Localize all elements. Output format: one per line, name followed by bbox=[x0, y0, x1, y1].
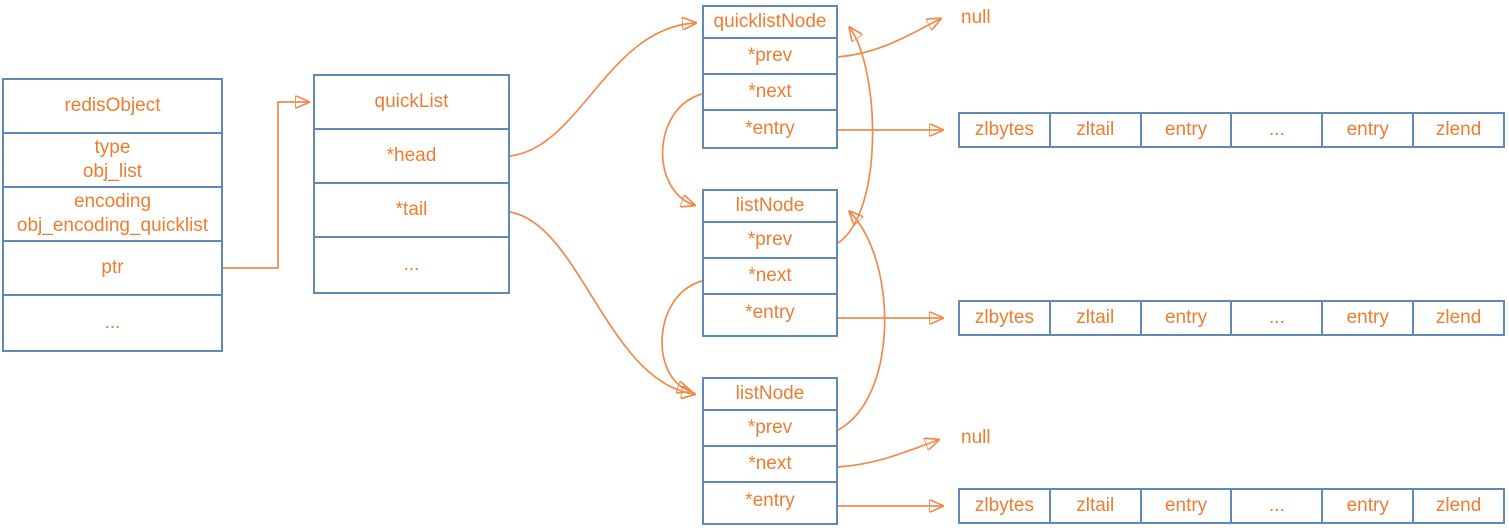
redis-object-row-encoding: encoding obj_encoding_quicklist bbox=[4, 188, 221, 242]
tail-pointer-label: *tail bbox=[395, 199, 428, 220]
entry-label: entry bbox=[1346, 119, 1389, 140]
ellipsis-label: ... bbox=[1268, 119, 1285, 140]
head-pointer-label: *head bbox=[386, 145, 437, 166]
arrow-listnode-bottom-next-to-null bbox=[837, 440, 938, 468]
ziplist-middle: zlbytes zltail entry ... entry zlend bbox=[958, 300, 1505, 336]
zltail-label: zltail bbox=[1076, 119, 1115, 140]
prev-pointer-label: *prev bbox=[747, 417, 793, 438]
listnode-bottom-row-next: *next bbox=[704, 447, 836, 483]
quicklistnode-row-prev: *prev bbox=[704, 39, 836, 75]
ellipsis-label: ... bbox=[403, 254, 420, 275]
listnode-bottom-title: listNode bbox=[735, 383, 805, 404]
quicklist-table: quickList *head *tail ... bbox=[313, 74, 510, 294]
ziplist-bottom: zlbytes zltail entry ... entry zlend bbox=[958, 488, 1505, 524]
entry-label: entry bbox=[1346, 307, 1389, 328]
arrow-ptr-to-quicklist bbox=[223, 102, 308, 269]
ziplist-top: zlbytes zltail entry ... entry zlend bbox=[958, 112, 1505, 148]
next-pointer-label: *next bbox=[748, 265, 792, 286]
zlend-label: zlend bbox=[1435, 495, 1482, 516]
ptr-label: ptr bbox=[101, 257, 124, 278]
ziplist-cell-entry: entry bbox=[1141, 490, 1233, 522]
entry-label: entry bbox=[1164, 495, 1208, 516]
redis-object-row-type: type obj_list bbox=[4, 134, 221, 188]
next-pointer-label: *next bbox=[748, 453, 792, 474]
ellipsis-label: ... bbox=[1268, 307, 1285, 328]
redis-object-row-ellipsis: ... bbox=[4, 296, 221, 350]
next-pointer-label: *next bbox=[748, 81, 792, 102]
arrow-listnode-top-prev-to-quicklistnode bbox=[837, 28, 874, 244]
entry-pointer-label: *entry bbox=[745, 302, 795, 323]
null-label-bottom: null bbox=[961, 427, 991, 448]
ziplist-cell-entry: entry bbox=[1323, 114, 1415, 146]
arrow-quicklistnode-next-to-listnode-top bbox=[661, 93, 703, 205]
obj-list-label: obj_list bbox=[82, 161, 143, 182]
zlbytes-label: zlbytes bbox=[974, 307, 1034, 328]
quicklistnode-row-next: *next bbox=[704, 75, 836, 111]
quicklistnode-title: quicklistNode bbox=[713, 11, 827, 32]
arrow-listnode-top-next-to-listnode-bottom bbox=[661, 280, 703, 391]
entry-pointer-label: *entry bbox=[745, 118, 795, 139]
redis-object-title: redisObject bbox=[64, 95, 161, 116]
ziplist-cell-entry: entry bbox=[1141, 114, 1233, 146]
obj-encoding-quicklist-label: obj_encoding_quicklist bbox=[16, 215, 209, 236]
listnode-top-row-prev: *prev bbox=[704, 223, 836, 259]
redis-object-table: redisObject type obj_list encoding obj_e… bbox=[2, 78, 223, 352]
ziplist-cell-entry: entry bbox=[1323, 302, 1415, 334]
quicklistnode-table: quicklistNode *prev *next *entry bbox=[702, 5, 838, 149]
entry-label: entry bbox=[1346, 495, 1389, 516]
arrow-listnode-bottom-prev-to-listnode-top bbox=[837, 212, 886, 431]
entry-label: entry bbox=[1164, 307, 1208, 328]
listnode-top-row-entry: *entry bbox=[704, 295, 836, 331]
listnode-top-header: listNode bbox=[704, 191, 836, 223]
listnode-bottom-row-entry: *entry bbox=[704, 483, 836, 519]
ziplist-cell-zltail: zltail bbox=[1050, 490, 1142, 522]
ziplist-cell-ellipsis: ... bbox=[1232, 490, 1324, 522]
ziplist-cell-zlbytes: zlbytes bbox=[960, 490, 1051, 522]
quicklistnode-row-entry: *entry bbox=[704, 111, 836, 147]
listnode-bottom-header: listNode bbox=[704, 379, 836, 411]
quicklist-row-tail: *tail bbox=[315, 184, 508, 238]
quicklist-header: quickList bbox=[315, 76, 508, 130]
arrow-tail-to-listnode-bottom bbox=[509, 211, 694, 394]
ziplist-cell-ellipsis: ... bbox=[1232, 302, 1324, 334]
null-label-top: null bbox=[961, 7, 991, 28]
ellipsis-label: ... bbox=[1268, 495, 1285, 516]
ziplist-cell-zltail: zltail bbox=[1050, 114, 1142, 146]
ziplist-cell-entry: entry bbox=[1141, 302, 1233, 334]
zlend-label: zlend bbox=[1435, 307, 1482, 328]
encoding-label: encoding bbox=[73, 191, 152, 212]
zlbytes-label: zlbytes bbox=[974, 495, 1034, 516]
listnode-top-row-next: *next bbox=[704, 259, 836, 295]
zltail-label: zltail bbox=[1076, 307, 1115, 328]
zltail-label: zltail bbox=[1076, 495, 1115, 516]
listnode-bottom-row-prev: *prev bbox=[704, 411, 836, 447]
ellipsis-label: ... bbox=[104, 312, 121, 333]
quicklistnode-header: quicklistNode bbox=[704, 7, 836, 39]
type-label: type bbox=[94, 137, 131, 158]
ziplist-cell-zlend: zlend bbox=[1414, 490, 1503, 522]
listnode-top-title: listNode bbox=[735, 195, 805, 216]
entry-label: entry bbox=[1164, 119, 1208, 140]
redis-object-header: redisObject bbox=[4, 80, 221, 134]
ziplist-cell-zlend: zlend bbox=[1414, 302, 1503, 334]
listnode-top-table: listNode *prev *next *entry bbox=[702, 189, 838, 337]
ziplist-cell-ellipsis: ... bbox=[1232, 114, 1324, 146]
ziplist-cell-zltail: zltail bbox=[1050, 302, 1142, 334]
ziplist-cell-zlend: zlend bbox=[1414, 114, 1503, 146]
ziplist-cell-zlbytes: zlbytes bbox=[960, 114, 1051, 146]
quicklist-row-head: *head bbox=[315, 130, 508, 184]
quicklist-title: quickList bbox=[374, 91, 449, 112]
arrow-head-to-quicklistnode bbox=[509, 23, 695, 157]
listnode-bottom-table: listNode *prev *next *entry bbox=[702, 377, 838, 525]
zlend-label: zlend bbox=[1435, 119, 1482, 140]
redis-object-row-ptr: ptr bbox=[4, 242, 221, 296]
entry-pointer-label: *entry bbox=[745, 490, 795, 511]
ziplist-cell-entry: entry bbox=[1323, 490, 1415, 522]
ziplist-cell-zlbytes: zlbytes bbox=[960, 302, 1051, 334]
arrow-quicklistnode-prev-to-null bbox=[837, 19, 940, 58]
quicklist-row-ellipsis: ... bbox=[315, 238, 508, 292]
prev-pointer-label: *prev bbox=[747, 229, 793, 250]
prev-pointer-label: *prev bbox=[747, 45, 793, 66]
zlbytes-label: zlbytes bbox=[974, 119, 1034, 140]
